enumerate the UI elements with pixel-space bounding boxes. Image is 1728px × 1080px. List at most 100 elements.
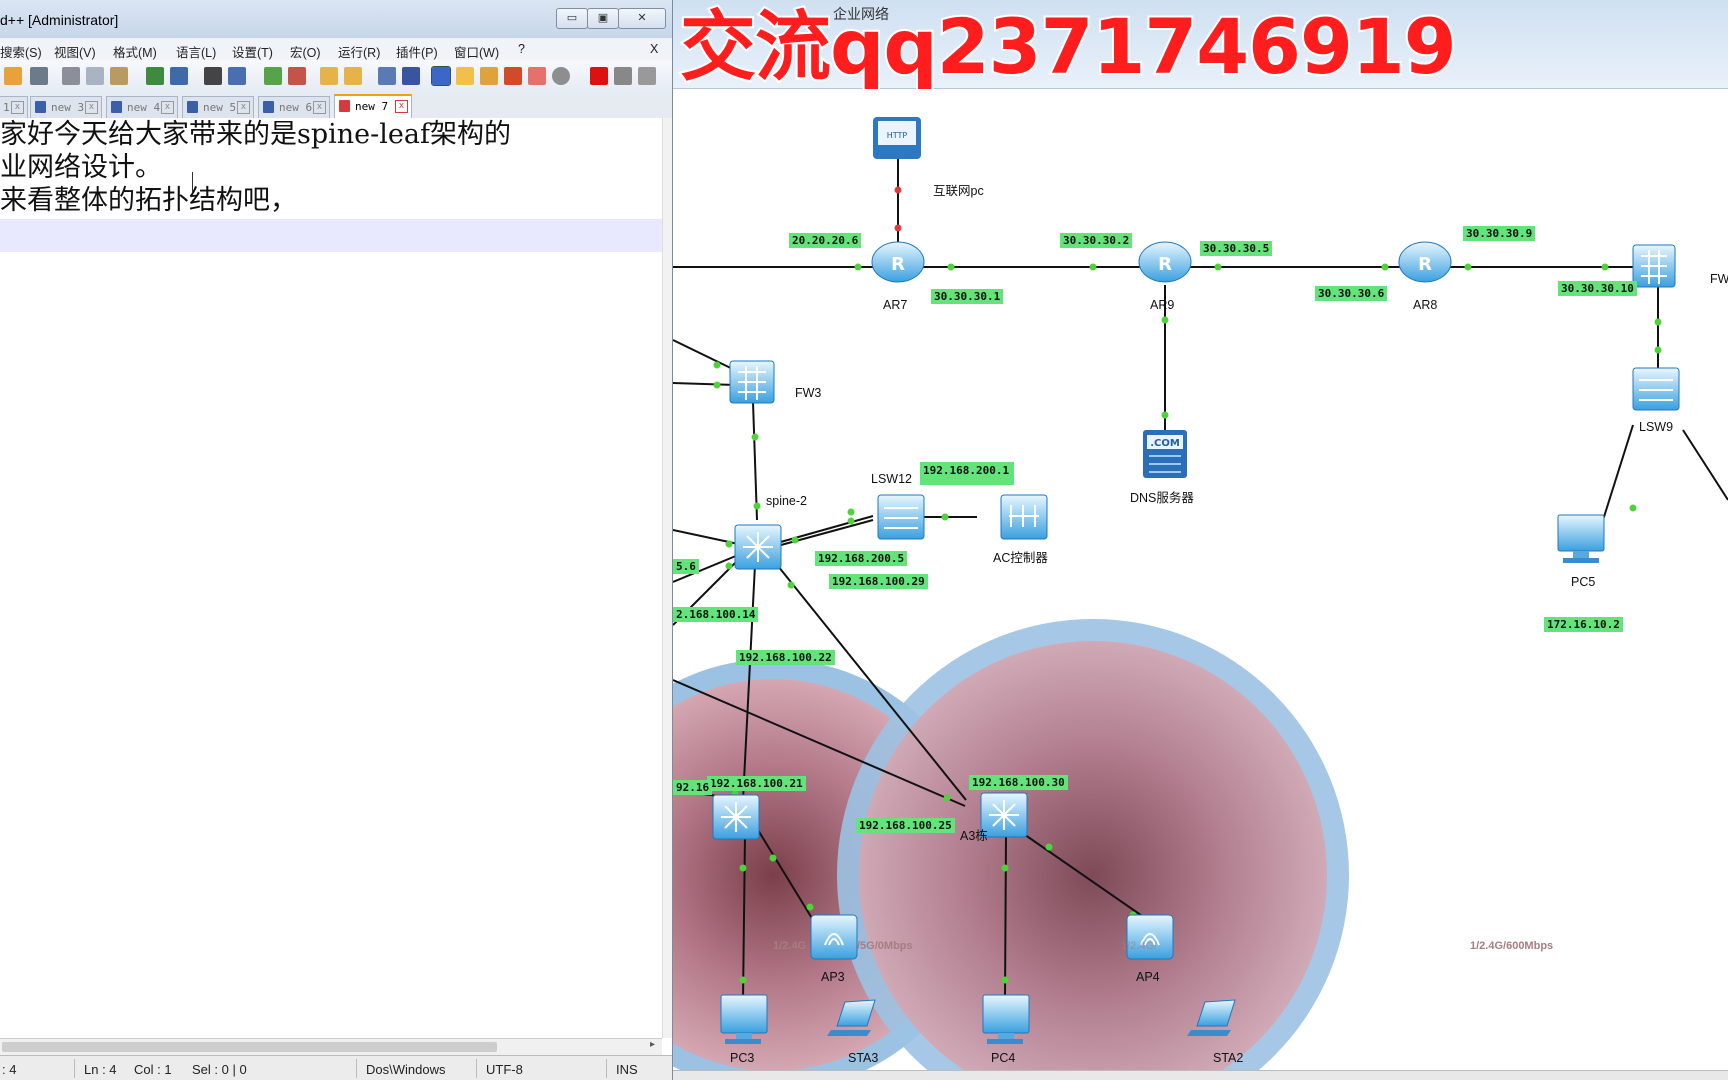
scroll-right-arrow-icon[interactable]: ▸	[650, 1039, 656, 1050]
label-ar7: AR7	[883, 298, 908, 312]
router-ar7-icon[interactable]: R	[871, 241, 925, 283]
play-macro-icon[interactable]	[638, 67, 656, 85]
new-file-icon[interactable]	[4, 67, 22, 85]
zoom-in-icon[interactable]	[264, 67, 282, 85]
label-ap4: AP4	[1136, 970, 1160, 984]
paste-icon[interactable]	[110, 67, 128, 85]
find-icon[interactable]	[204, 67, 222, 85]
horizontal-scrollbar[interactable]: ▸	[0, 1038, 662, 1055]
show-all-chars-icon[interactable]	[402, 67, 420, 85]
tab-1[interactable]: 1 x	[0, 96, 28, 118]
close-button[interactable]: ✕	[618, 8, 666, 29]
status-length: : 4	[2, 1062, 17, 1077]
tab-new-3[interactable]: new 3 x	[30, 96, 102, 118]
function-list-icon[interactable]	[504, 67, 522, 85]
menu-settings[interactable]: 设置(T)	[232, 46, 273, 60]
redo-icon[interactable]	[170, 67, 188, 85]
editor-area[interactable]: 家好今天给大家带来的是spine-leaf架构的 业网络设计。 来看整体的拓扑结…	[0, 118, 662, 1038]
sync-h-icon[interactable]	[344, 67, 362, 85]
pc5-icon[interactable]	[1557, 514, 1605, 563]
label-pc5: PC5	[1571, 575, 1596, 589]
ac-controller-icon[interactable]	[1000, 494, 1048, 540]
ip-label: 192.168.100.30	[969, 775, 1068, 790]
tab-label: new 6	[279, 101, 313, 114]
scrollbar-thumb[interactable]	[2, 1042, 497, 1052]
svg-text:R: R	[1158, 254, 1172, 275]
menu-window[interactable]: 窗口(W)	[454, 46, 500, 60]
editor-line-2[interactable]: 业网络设计。	[0, 152, 162, 183]
npp-tab-bar: 1 x new 3 x new 4 x new 5 x new 6 x new …	[0, 94, 672, 119]
tab-close-icon[interactable]: x	[161, 101, 174, 114]
leaf-switch-a3-icon[interactable]	[980, 792, 1028, 838]
tab-new-7[interactable]: new 7 x	[334, 94, 412, 119]
spine-switch-icon[interactable]	[734, 524, 782, 570]
folder-icon[interactable]	[456, 67, 474, 85]
monitor-icon[interactable]	[552, 67, 570, 85]
pc4-icon[interactable]	[982, 994, 1030, 1044]
menu-plugins[interactable]: 插件(P)	[396, 46, 438, 60]
menu-format[interactable]: 格式(M)	[113, 46, 157, 60]
switch-lsw9-icon[interactable]	[1632, 367, 1680, 411]
menu-view[interactable]: 视图(V)	[54, 46, 96, 60]
vertical-scrollbar[interactable]	[662, 118, 672, 1038]
editor-line-3[interactable]: 来看整体的拓扑结构吧，	[0, 185, 297, 216]
laptop-sta3-icon[interactable]	[827, 999, 876, 1036]
dns-server-icon[interactable]: .COM	[1143, 430, 1187, 478]
menu-language[interactable]: 语言(L)	[176, 46, 217, 60]
topology-canvas[interactable]: HTTP R R R	[673, 0, 1728, 1080]
cut-icon[interactable]	[62, 67, 80, 85]
maximize-button[interactable]: ▣	[587, 8, 619, 29]
port-dot-red	[894, 224, 902, 232]
switch-lsw12-icon[interactable]	[877, 494, 925, 540]
menu-search[interactable]: 搜索(S)	[0, 46, 42, 60]
file-icon	[35, 101, 46, 113]
tab-new-5[interactable]: new 5 x	[182, 96, 254, 118]
tab-close-icon[interactable]: x	[85, 101, 98, 114]
router-ar9-icon[interactable]: R	[1138, 241, 1192, 283]
menu-macro[interactable]: 宏(O)	[290, 46, 321, 60]
leaf-switch-left-icon[interactable]	[712, 794, 760, 840]
zoom-out-icon[interactable]	[288, 67, 306, 85]
tab-label: new 7	[355, 100, 389, 113]
pc3-icon[interactable]	[720, 994, 768, 1044]
undo-icon[interactable]	[146, 67, 164, 85]
firewall-fw3-icon[interactable]	[729, 360, 775, 404]
access-point-ap4-icon[interactable]	[1126, 914, 1174, 960]
copy-icon[interactable]	[86, 67, 104, 85]
stop-macro-icon[interactable]	[614, 67, 632, 85]
label-sta2: STA2	[1213, 1051, 1244, 1065]
minimize-button[interactable]: ▭	[556, 8, 588, 29]
menu-close-doc[interactable]: X	[650, 42, 659, 56]
tab-close-icon[interactable]: x	[237, 101, 250, 114]
status-line: Ln : 4	[84, 1062, 117, 1077]
file-icon	[339, 100, 350, 112]
access-point-ap3-icon[interactable]	[810, 914, 858, 960]
router-ar8-icon[interactable]: R	[1398, 241, 1452, 283]
menu-run[interactable]: 运行(R)	[338, 46, 381, 60]
tab-close-icon[interactable]: x	[313, 101, 326, 114]
ip-label: 172.16.10.2	[1544, 617, 1623, 632]
tab-close-icon[interactable]: x	[11, 101, 24, 114]
record-macro-icon[interactable]	[590, 67, 608, 85]
sync-v-icon[interactable]	[320, 67, 338, 85]
map-icon[interactable]	[480, 67, 498, 85]
print-icon[interactable]	[30, 67, 48, 85]
menu-help[interactable]: ?	[518, 42, 525, 56]
wrap-icon[interactable]	[378, 67, 396, 85]
tab-new-4[interactable]: new 4 x	[106, 96, 178, 118]
label-lsw12: LSW12	[871, 472, 912, 486]
tab-new-6[interactable]: new 6 x	[258, 96, 330, 118]
topology-hscrollbar[interactable]	[673, 1070, 1728, 1080]
laptop-sta2-icon[interactable]	[1187, 999, 1236, 1036]
label-pc4: PC4	[991, 1051, 1016, 1065]
status-encoding: UTF-8	[486, 1062, 523, 1077]
replace-icon[interactable]	[228, 67, 246, 85]
tab-close-icon[interactable]: x	[395, 100, 408, 113]
indent-guide-icon[interactable]	[431, 66, 451, 86]
ip-label: 92.16	[673, 780, 713, 795]
tab-label: new 3	[51, 101, 85, 114]
doc-list-icon[interactable]	[528, 67, 546, 85]
firewall-fw-icon[interactable]	[1632, 244, 1676, 288]
editor-line-1[interactable]: 家好今天给大家带来的是spine-leaf架构的	[0, 119, 511, 150]
http-server-icon[interactable]: HTTP	[873, 117, 921, 159]
